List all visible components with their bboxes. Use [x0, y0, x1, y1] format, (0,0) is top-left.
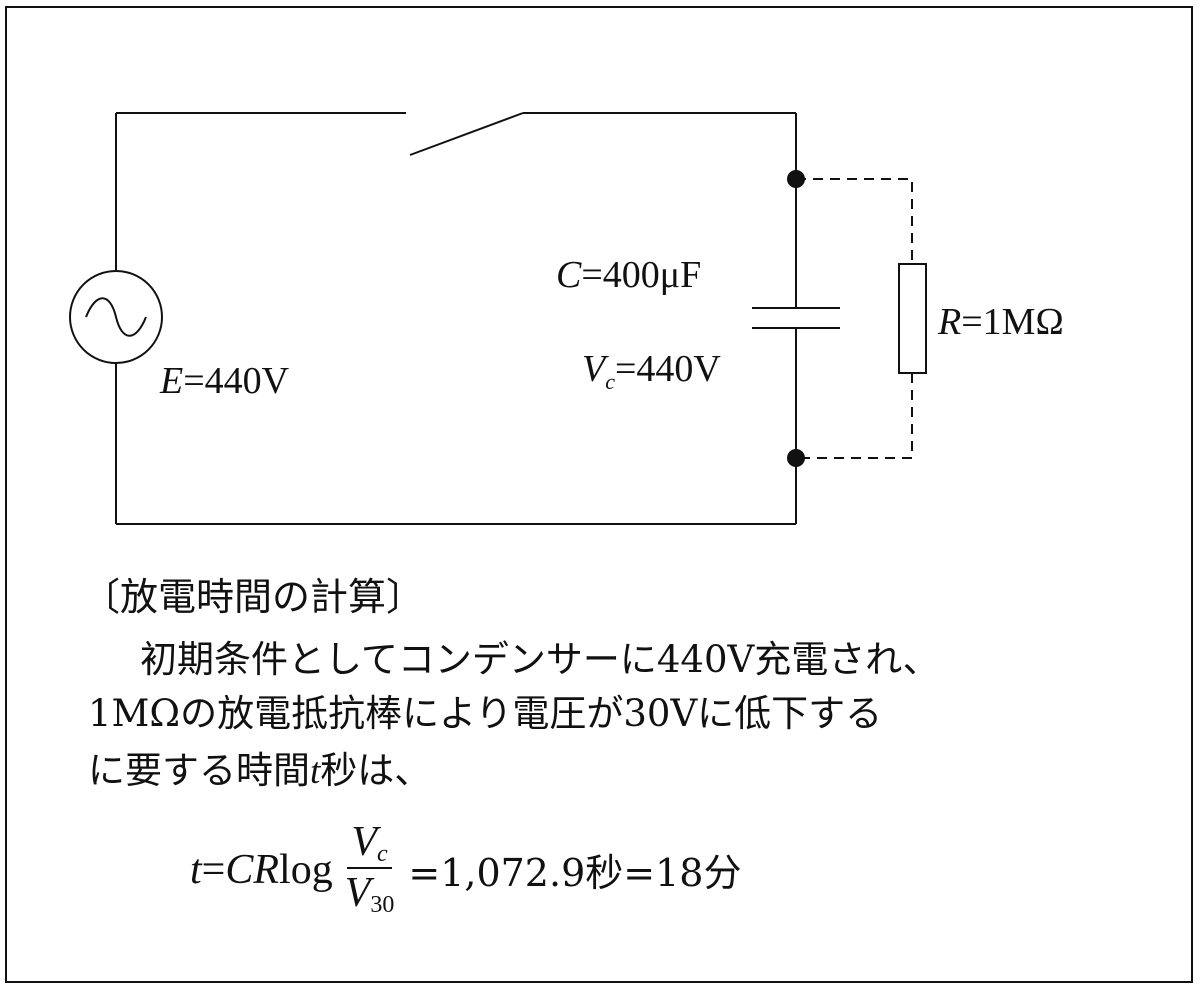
resistor-branch-bottom: [796, 373, 913, 459]
ac-source-icon: [69, 270, 163, 364]
resistor-branch-top: [796, 178, 913, 264]
formula-result-minutes: =18分: [623, 851, 742, 896]
figure-border: [5, 6, 1193, 983]
formula-cr: CR: [225, 846, 280, 893]
switch-blade: [409, 112, 524, 156]
sine-wave-icon: [85, 297, 147, 337]
capacitance-label: C=400μF: [556, 254, 701, 296]
formula-result-seconds: =1,072.9秒: [408, 851, 624, 896]
resistor-body: [898, 263, 927, 374]
formula-fraction: Vc V30: [341, 820, 399, 920]
discharge-time-formula: t = CR log Vc V30 =1,072.9秒 =18分: [190, 820, 741, 920]
source-label: E=440V: [159, 360, 290, 402]
fraction-denominator: V30: [344, 870, 395, 919]
resistance-label: R=1MΩ: [937, 301, 1064, 343]
formula-equals: =: [201, 846, 226, 893]
body-line-2: 1MΩの放電抵抗棒により電圧が30Vに低下する: [88, 692, 883, 735]
formula-t: t: [190, 846, 202, 893]
body-line-1: 初期条件としてコンデンサーに440V充電され、: [140, 638, 940, 681]
capacitor-voltage-label: Vc=440V: [582, 348, 721, 394]
body-line-3: に要する時間t秒は、: [88, 749, 432, 792]
section-title: 〔放電時間の計算〕: [82, 575, 425, 619]
fraction-numerator: Vc: [347, 820, 392, 870]
formula-log: log: [279, 846, 333, 893]
junction-dot-bottom: [787, 449, 805, 467]
